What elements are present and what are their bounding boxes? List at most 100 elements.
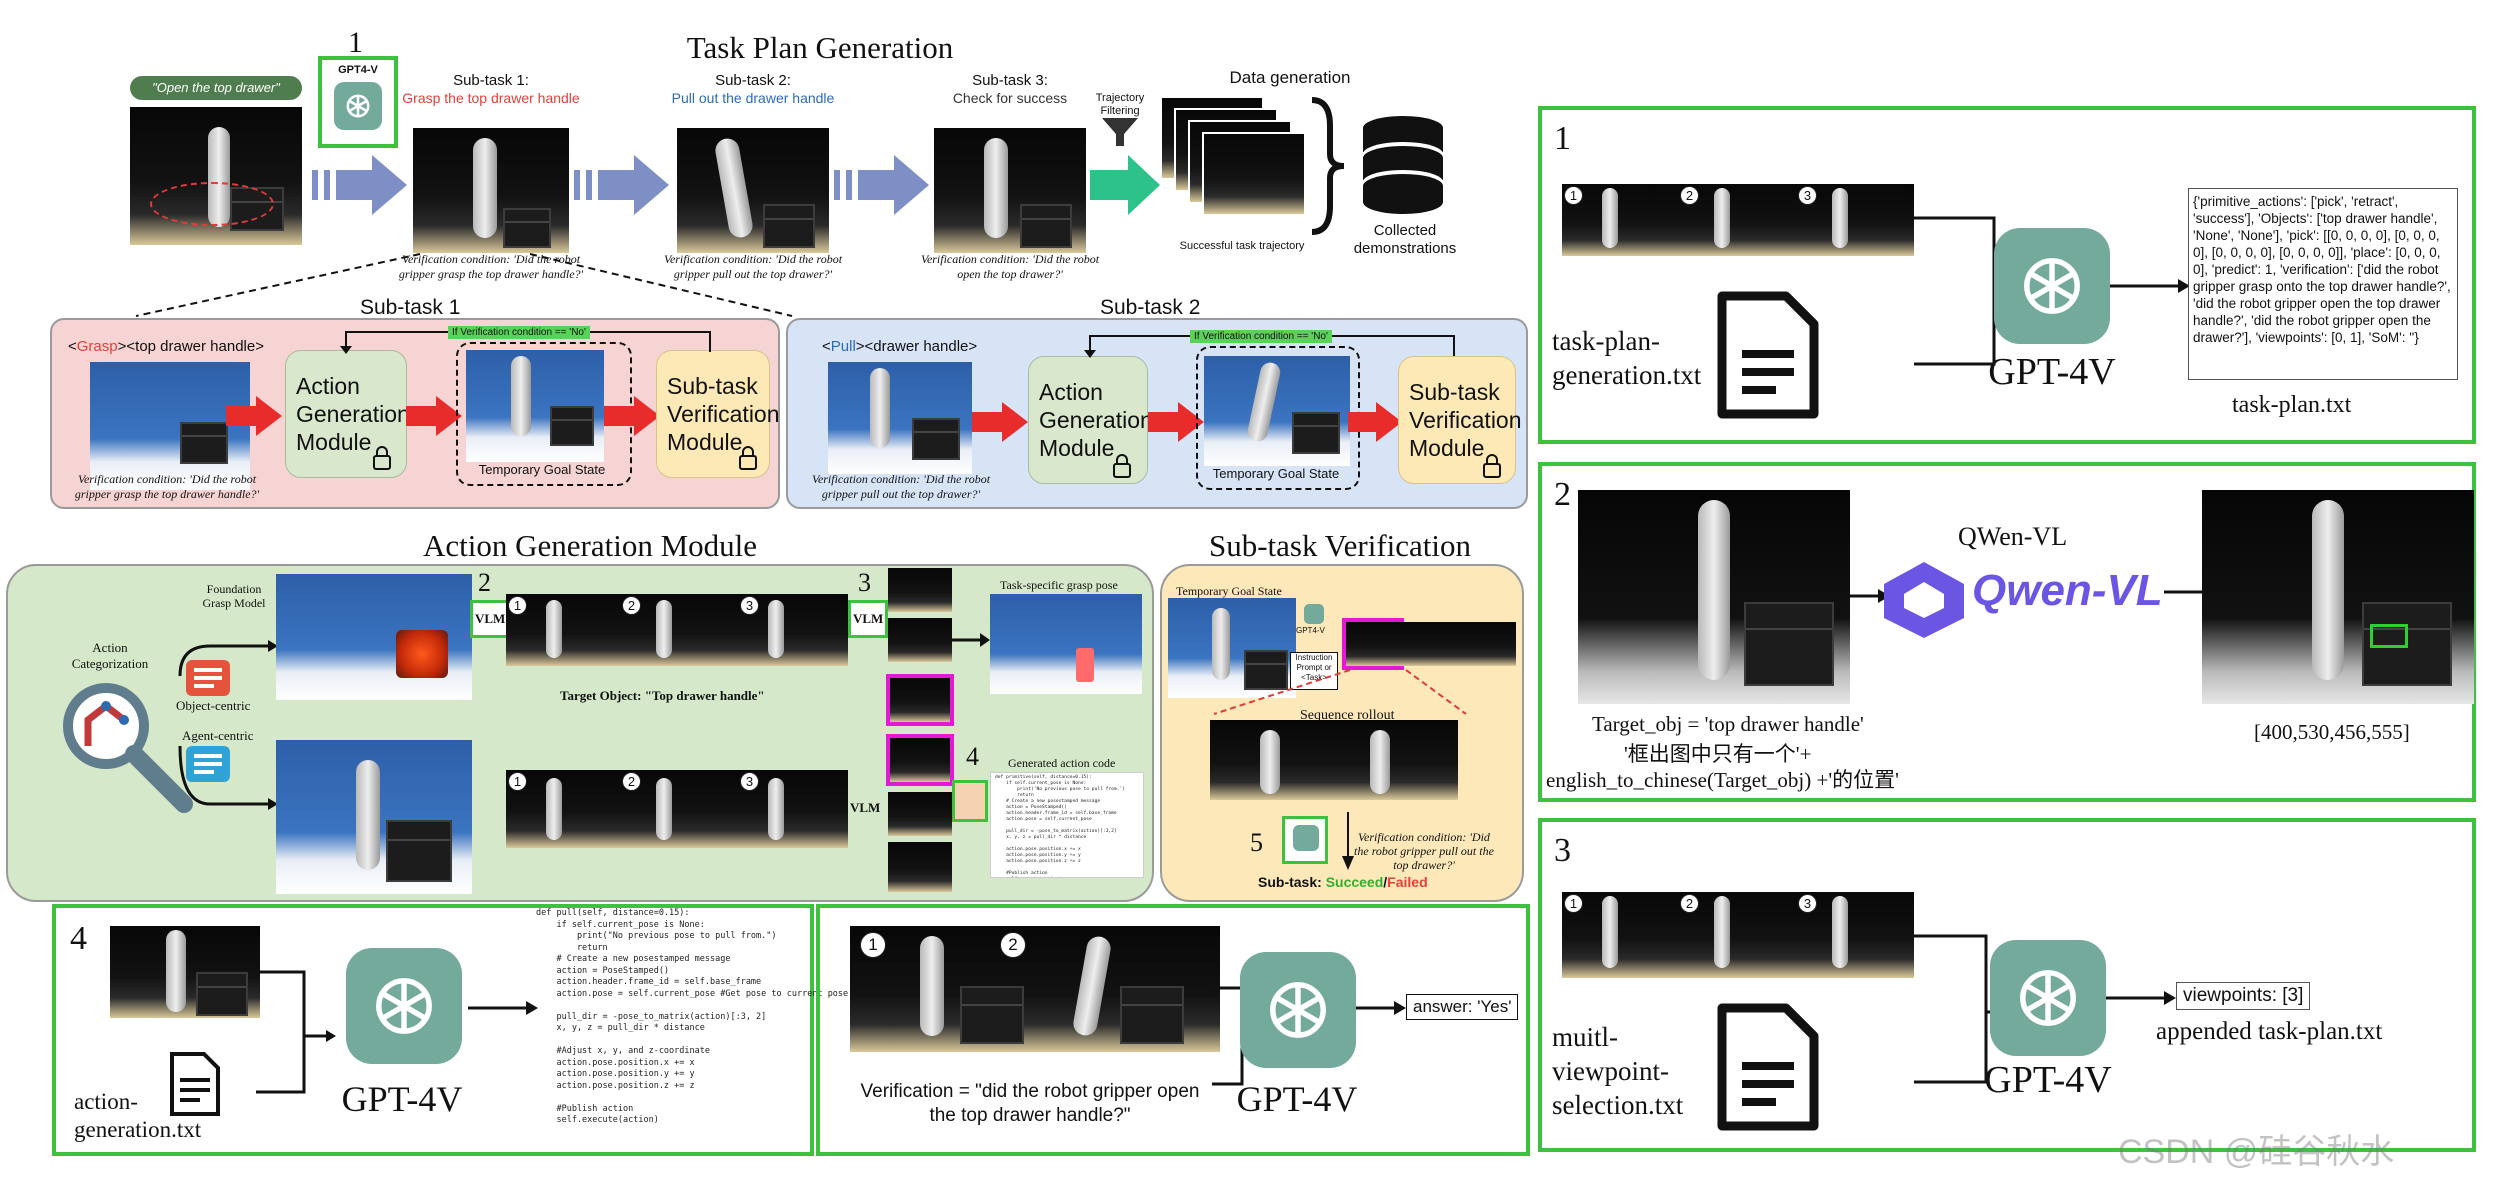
foundation-grasp-label: Foundation Grasp Model: [198, 582, 270, 610]
grasp-model-image: [276, 574, 472, 700]
subtask1-object: <top drawer handle>: [126, 338, 264, 355]
r2-qwen-label: QWen-VL: [1958, 522, 2067, 552]
view-chip: 3: [1798, 186, 1817, 205]
document-icon-r1: [1716, 290, 1820, 420]
image-stack: [1160, 96, 1320, 236]
view-chip: 2: [1680, 894, 1699, 913]
subtask1-primitive-line: <Grasp><top drawer handle>: [68, 338, 264, 355]
r1-file-label: task-plan-generation.txt: [1552, 324, 1722, 392]
num-2: 2: [478, 568, 491, 598]
lock-icon-4: [1482, 454, 1502, 478]
subtask-result-line: Sub-task: Succeed/Failed: [1258, 874, 1428, 890]
subtask1-head: Sub-task 1:: [413, 72, 569, 89]
subtask2-primitive: Pull: [831, 338, 856, 355]
rollout-thumb-2: [888, 792, 952, 836]
r2-number: 2: [1554, 476, 1571, 514]
generated-code-label: Generated action code: [1008, 756, 1115, 771]
bbox-highlight: [2370, 624, 2408, 648]
r1-output-file: task-plan.txt: [2232, 392, 2351, 419]
r1-view-strip: [1562, 184, 1914, 256]
subtask2-image: [677, 128, 829, 253]
r2-target-line: Target_obj = 'top drawer handle': [1592, 712, 1864, 737]
filter-funnel-icon: [1102, 118, 1138, 148]
r3-out-arrow: [2106, 988, 2176, 1008]
scene-image-initial: [130, 107, 302, 245]
r2-fn-line: english_to_chinese(Target_obj) +'的位置': [1546, 764, 1899, 794]
panel5-out-arrow: [1356, 998, 1406, 1018]
vlm-tag-2: VLM: [848, 600, 888, 638]
view-chip: 3: [740, 596, 759, 615]
crop-thumb-1: [888, 568, 952, 612]
view-chip: 1: [1564, 186, 1583, 205]
panel4-model-label: GPT-4V: [332, 1078, 472, 1120]
subtask2-panel-cond: Verification condition: 'Did the robot g…: [806, 472, 996, 502]
result-prefix: Sub-task:: [1258, 874, 1322, 890]
openai-logo-icon: [1304, 604, 1324, 624]
view-chip: 1: [1564, 894, 1583, 913]
verif-condition-text: Verification condition: 'Did the robot g…: [1354, 830, 1494, 872]
view-chip: 1: [508, 596, 527, 615]
agent-view-strip: [506, 770, 848, 848]
rollout-image: [1210, 720, 1458, 800]
r3-output-box: viewpoints: [3]: [2176, 982, 2310, 1010]
num-5: 5: [1250, 828, 1263, 858]
subtask3-image: [934, 128, 1086, 253]
document-icon-4: [168, 1050, 222, 1118]
subtask3-head: Sub-task 3:: [934, 72, 1086, 89]
subtask1-panel-cond: Verification condition: 'Did the robot g…: [62, 472, 272, 502]
verif-gpt4v-label: GPT4-V: [1296, 626, 1325, 635]
curly-brace: [1308, 96, 1348, 236]
openai-logo-icon: [334, 82, 382, 130]
if-label-2: If Verification condition == 'No': [1190, 330, 1332, 343]
red-arrow-b3: [1348, 402, 1404, 442]
panel5-model-label: GPT-4V: [1224, 1078, 1370, 1120]
r3-model-label: GPT-4V: [1968, 1058, 2128, 1102]
task-plan-title: Task Plan Generation: [620, 30, 1020, 66]
successful-trajectory-label: Successful task trajectory: [1162, 240, 1322, 252]
view-chip: 3: [740, 772, 759, 791]
temp-goal-image-2: [1204, 356, 1350, 466]
result-failed: Failed: [1387, 874, 1427, 890]
panel5-view-strip: [850, 926, 1220, 1052]
bottom-panel-5: 1 2 Verification = "did the robot grippe…: [816, 904, 1530, 1156]
r2-output-image: [2202, 490, 2474, 704]
openai-logo-icon: [1240, 952, 1356, 1068]
data-generation-label: Data generation: [1200, 68, 1380, 88]
panel4-number: 4: [70, 920, 87, 958]
arrow-to-grasp: [950, 630, 990, 650]
lock-icon-2: [738, 446, 758, 470]
r2-qwen-wordmark: Qwen-VL: [1972, 566, 2163, 616]
lock-icon-3: [1112, 454, 1132, 478]
target-object-label: Target Object: "Top drawer handle": [560, 688, 765, 704]
openai-logo-icon: [346, 948, 462, 1064]
subtask3-condition: Verification condition: 'Did the robot o…: [918, 252, 1102, 282]
right-panel-3: 3 1 2 3 muitl-viewpoint-selection.txt GP…: [1538, 818, 2476, 1152]
subtask3-desc: Check for success: [934, 90, 1086, 106]
subtask1-primitive: Grasp: [77, 338, 118, 355]
crop-thumb-2: [888, 618, 952, 662]
red-arrow-a1: [226, 396, 286, 436]
r3-output-file: appended task-plan.txt: [2156, 1018, 2382, 1046]
panel4-scene-image: [110, 926, 260, 1018]
subtask2-primitive-line: <Pull><drawer handle>: [822, 338, 977, 355]
panel4-merge-arrows: [256, 968, 336, 1108]
r1-model-label: GPT-4V: [1972, 350, 2132, 394]
panel5-chip-2: 2: [1000, 932, 1026, 958]
panel4-file-label: action-generation.txt: [74, 1088, 174, 1144]
obj-view-strip: [506, 594, 848, 666]
panel5-question: Verification = "did the robot gripper op…: [850, 1080, 1210, 1128]
category-branch-arrows: [150, 636, 280, 846]
gpt4v-label: GPT4-V: [322, 64, 394, 76]
subtask2-head: Sub-task 2:: [677, 72, 829, 89]
view-chip: 2: [622, 772, 641, 791]
rollout-thumb-1: [890, 738, 950, 782]
panel5-chip-1: 1: [860, 932, 886, 958]
view-chip: 2: [1680, 186, 1699, 205]
panel4-out-arrow: [468, 998, 538, 1018]
if-label-1: If Verification condition == 'No': [448, 326, 590, 339]
flow-arrow-3: [834, 150, 934, 220]
trajectory-filtering-label: Trajectory Filtering: [1090, 92, 1150, 118]
crop-thumb-3: [890, 678, 950, 722]
r3-view-strip: [1562, 892, 1914, 978]
instruction-pill: "Open the top drawer": [130, 76, 302, 100]
